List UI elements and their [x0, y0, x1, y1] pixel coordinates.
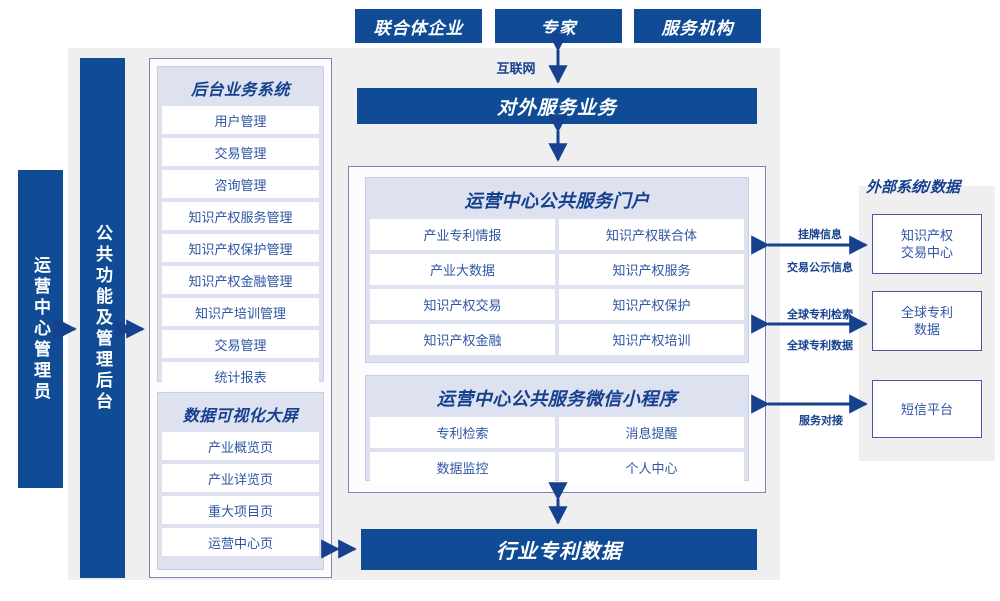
- backend-item[interactable]: 交易管理: [162, 330, 319, 358]
- portal-item[interactable]: 知识产权联合体: [559, 219, 744, 250]
- backend-item[interactable]: 用户管理: [162, 106, 319, 134]
- miniapp-group: 运营中心公共服务微信小程序 专利检索 消息提醒 数据监控 个人中心: [365, 375, 749, 483]
- visualization-item[interactable]: 运营中心页: [162, 528, 319, 556]
- external-link-label-below-1: 全球专利数据: [787, 340, 853, 352]
- visualization-group-title: 数据可视化大屏: [182, 408, 299, 425]
- backend-item[interactable]: 知识产培训管理: [162, 298, 319, 326]
- left-bar-operator: 运营中心管理员: [18, 170, 63, 488]
- miniapp-item[interactable]: 消息提醒: [559, 417, 744, 448]
- visualization-item-list: 产业概览页 产业详览页 重大项目页 运营中心页: [162, 432, 319, 556]
- portal-group: 运营中心公共服务门户 产业专利情报 知识产权联合体 产业大数据 知识产权服务 知…: [365, 177, 749, 363]
- external-item-line1: 短信平台: [900, 401, 953, 417]
- industry-data-label: 行业专利数据: [496, 541, 622, 563]
- external-item-line2: 交易中心: [900, 245, 953, 260]
- backend-business-group: 后台业务系统 用户管理 交易管理 咨询管理 知识产权服务管理 知识产权保护管理 …: [157, 66, 324, 390]
- external-panel-title: 外部系统/数据: [866, 179, 961, 196]
- internet-link-label: 互联网: [496, 61, 536, 76]
- top-actor-label: 联合体企业: [373, 18, 464, 38]
- backend-item[interactable]: 统计报表: [162, 362, 319, 390]
- external-service-bar: 对外服务业务: [357, 88, 757, 124]
- portal-item[interactable]: 知识产权服务: [559, 254, 744, 285]
- backend-item[interactable]: 知识产权金融管理: [162, 266, 319, 294]
- top-actor-1: 专家: [495, 9, 622, 43]
- visualization-item[interactable]: 重大项目页: [162, 496, 319, 524]
- backend-item[interactable]: 知识产权服务管理: [162, 202, 319, 230]
- backend-item-list: 用户管理 交易管理 咨询管理 知识产权服务管理 知识产权保护管理 知识产权金融管…: [162, 106, 319, 390]
- portal-group-title: 运营中心公共服务门户: [464, 191, 650, 211]
- portal-item[interactable]: 产业大数据: [370, 254, 555, 285]
- top-actor-label: 专家: [540, 18, 577, 38]
- backend-item[interactable]: 交易管理: [162, 138, 319, 166]
- external-link-label-below-2: 服务对接: [799, 415, 843, 427]
- visualization-item[interactable]: 产业详览页: [162, 464, 319, 492]
- portal-item[interactable]: 知识产权培训: [559, 324, 744, 355]
- miniapp-group-title: 运营中心公共服务微信小程序: [436, 389, 678, 409]
- visualization-group: 数据可视化大屏 产业概览页 产业详览页 重大项目页 运营中心页: [157, 392, 324, 570]
- top-actor-0: 联合体企业: [355, 9, 482, 43]
- left-bar-label: 运营中心管理员: [31, 255, 50, 403]
- external-link-label-above-1: 全球专利检索: [787, 309, 853, 321]
- backend-item[interactable]: 知识产权保护管理: [162, 234, 319, 262]
- top-actor-label: 服务机构: [661, 18, 734, 38]
- portal-item[interactable]: 知识产权交易: [370, 289, 555, 320]
- miniapp-item-grid: 专利检索 消息提醒 数据监控 个人中心: [370, 417, 744, 483]
- backend-group-title: 后台业务系统: [190, 82, 290, 99]
- portal-item[interactable]: 知识产权保护: [559, 289, 744, 320]
- external-item-line1: 知识产权: [900, 228, 953, 243]
- external-link-label-below-0: 交易公示信息: [787, 262, 853, 274]
- external-item-2[interactable]: 短信平台: [872, 380, 982, 438]
- portal-item-grid: 产业专利情报 知识产权联合体 产业大数据 知识产权服务 知识产权交易 知识产权保…: [370, 219, 744, 355]
- external-item-line2: 数据: [913, 322, 940, 337]
- miniapp-item[interactable]: 专利检索: [370, 417, 555, 448]
- external-link-label-above-0: 挂牌信息: [798, 229, 842, 241]
- miniapp-item[interactable]: 个人中心: [559, 452, 744, 483]
- backend-item[interactable]: 咨询管理: [162, 170, 319, 198]
- portal-item[interactable]: 产业专利情报: [370, 219, 555, 250]
- external-item-line1: 全球专利: [900, 305, 953, 320]
- left-bar-common-functions: 公共功能及管理后台: [80, 58, 125, 578]
- industry-data-bar: 行业专利数据: [361, 529, 757, 570]
- external-item-0[interactable]: 知识产权 交易中心: [872, 214, 982, 274]
- external-service-label: 对外服务业务: [496, 97, 617, 119]
- top-actor-2: 服务机构: [634, 9, 761, 43]
- visualization-item[interactable]: 产业概览页: [162, 432, 319, 460]
- external-item-1[interactable]: 全球专利 数据: [872, 291, 982, 351]
- miniapp-item[interactable]: 数据监控: [370, 452, 555, 483]
- left-bar-label: 公共功能及管理后台: [93, 223, 112, 413]
- portal-item[interactable]: 知识产权金融: [370, 324, 555, 355]
